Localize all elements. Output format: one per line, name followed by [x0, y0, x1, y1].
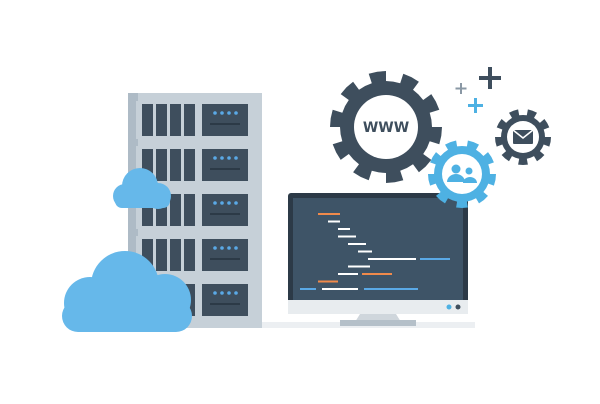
code-line: [318, 213, 340, 215]
floor-shadow: [175, 322, 475, 328]
www-gear-icon: WWW: [330, 71, 442, 183]
server-led: [234, 201, 238, 205]
code-line: [328, 220, 340, 223]
users-gear-icon: [428, 140, 496, 208]
server-led: [234, 246, 238, 250]
code-line: [368, 258, 416, 260]
code-line: [364, 288, 418, 290]
www-label: WWW: [363, 120, 409, 136]
server-unit: [136, 101, 254, 139]
code-line: [348, 243, 366, 245]
mail-gear-icon: [495, 109, 551, 165]
user-head-2: [465, 167, 473, 175]
server-unit: [136, 146, 254, 184]
code-line: [300, 288, 316, 290]
user-head-1: [451, 164, 461, 174]
small-cloud-icon: [113, 168, 171, 209]
code-line: [318, 280, 338, 283]
server-led: [213, 111, 217, 115]
code-line: [338, 235, 356, 238]
server-led: [234, 111, 238, 115]
monitor-icon: [288, 193, 468, 326]
code-line: [322, 288, 358, 290]
light-plus-icon: [468, 98, 483, 113]
server-led: [227, 201, 231, 205]
server-led: [213, 291, 217, 295]
server-led: [220, 111, 224, 115]
code-lines: [300, 213, 450, 290]
server-led: [213, 246, 217, 250]
code-line: [338, 273, 358, 275]
server-led: [220, 246, 224, 250]
server-led: [213, 156, 217, 160]
code-line: [358, 250, 372, 253]
server-led: [227, 156, 231, 160]
server-unit: [136, 236, 254, 274]
server-led: [213, 201, 217, 205]
code-line: [420, 258, 450, 260]
large-cloud-icon: [62, 251, 192, 332]
server-led: [220, 156, 224, 160]
server-led: [227, 111, 231, 115]
code-line: [362, 273, 392, 275]
code-line: [348, 265, 370, 268]
server-led: [220, 291, 224, 295]
server-led: [234, 156, 238, 160]
code-line: [338, 228, 350, 230]
small-plus-icon: [455, 83, 467, 94]
server-led: [234, 291, 238, 295]
server-led: [227, 246, 231, 250]
server-led: [227, 291, 231, 295]
server-led: [220, 201, 224, 205]
plus-icon: [479, 67, 501, 89]
